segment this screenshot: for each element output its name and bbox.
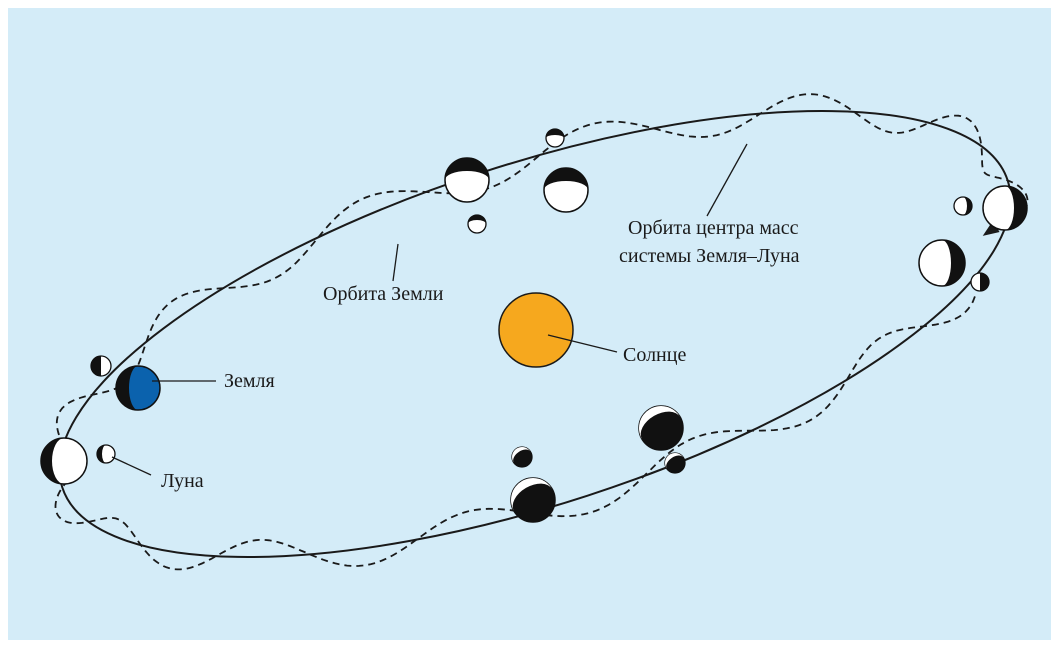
earth-orbit-dashed <box>54 93 1029 571</box>
moon-body-left <box>90 355 112 377</box>
sun-label: Солнце <box>623 344 686 366</box>
earth-body-top-center <box>543 167 589 213</box>
moon-body-lower-right <box>664 452 686 474</box>
earth-icon <box>115 365 161 411</box>
sun-leader <box>547 334 618 353</box>
earth-body-lower-right <box>638 405 684 451</box>
barycenter-orbit-label-line2: системы Земля–Луна <box>619 245 800 267</box>
moon-body-right-top <box>953 196 973 216</box>
moon-icon <box>96 444 116 464</box>
moon-body-bottom <box>511 446 533 468</box>
earth-body-top-left <box>444 157 490 203</box>
moon-body-top <box>545 128 565 148</box>
earth-orbit-leader <box>392 243 399 282</box>
earth-body-left-bottom <box>40 437 88 485</box>
sun-icon <box>498 292 574 368</box>
earth-body-bottom <box>510 477 556 523</box>
earth-orbit-label: Орбита Земли <box>323 283 444 305</box>
phase-bodies <box>40 128 1028 523</box>
moon-leader <box>111 456 152 476</box>
earth-label: Земля <box>224 370 275 392</box>
barycenter-orbit-leader <box>706 143 748 217</box>
earth-body-right-top <box>982 185 1028 231</box>
earth-body-right-mid <box>918 239 966 287</box>
moon-label: Луна <box>161 470 204 492</box>
moon-body-right-mid <box>970 272 990 292</box>
barycenter-orbit-label-line1: Орбита центра масс <box>628 217 799 239</box>
moon-body-top-left <box>467 214 487 234</box>
